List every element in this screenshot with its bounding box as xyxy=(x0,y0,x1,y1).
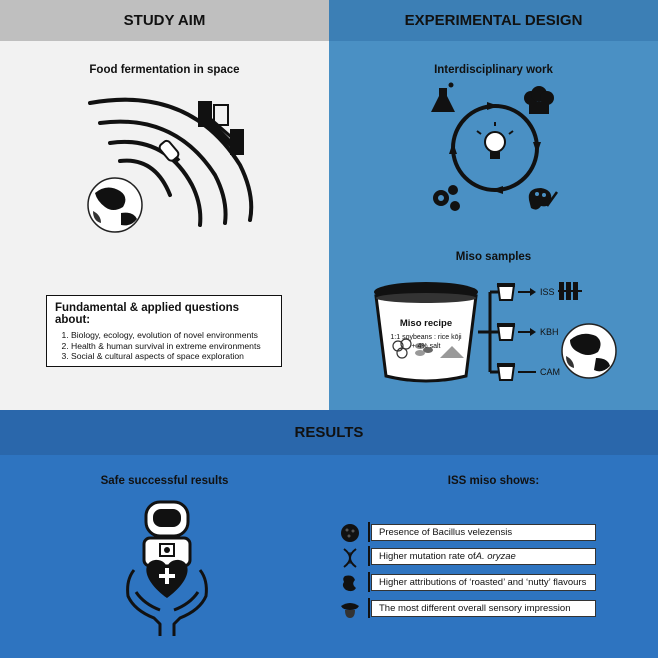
finding-text-italic: A. oryzae xyxy=(475,551,516,562)
finding-text: Higher mutation rate of xyxy=(379,551,476,562)
experimental-design-header: EXPERIMENTAL DESIGN xyxy=(329,0,658,41)
finding-bar xyxy=(368,546,370,566)
palette-icon xyxy=(528,188,559,210)
sample-label-iss: ISS xyxy=(540,287,555,297)
interdisciplinary-cycle xyxy=(431,82,559,211)
iss-small-icon xyxy=(558,282,582,300)
arrow-icon xyxy=(487,102,499,110)
dna-icon xyxy=(343,548,357,568)
finding-item: Higher mutation rate of A. oryzae xyxy=(371,548,596,565)
orbit-arcs xyxy=(88,97,254,227)
tongue-icon xyxy=(341,603,359,618)
astronaut-icon xyxy=(142,500,192,568)
flask-icon xyxy=(431,82,455,112)
nut-icon xyxy=(342,575,356,592)
arrow-icon xyxy=(533,142,541,154)
results-header: RESULTS xyxy=(0,410,658,455)
earth-globe-icon xyxy=(87,177,143,233)
questions-list: Biology, ecology, evolution of novel env… xyxy=(55,330,273,362)
sample-label-kbh: KBH xyxy=(540,327,559,337)
lightbulb-icon xyxy=(476,122,514,159)
gears-icon xyxy=(433,185,460,211)
question-item: Biology, ecology, evolution of novel env… xyxy=(71,330,273,341)
finding-bar xyxy=(368,522,370,542)
finding-item: Higher attributions of ‘roasted’ and ‘nu… xyxy=(371,574,596,591)
finding-bar xyxy=(368,572,370,592)
cup-icon xyxy=(496,363,516,381)
sample-label-cam: CAM xyxy=(540,367,560,377)
arrow-icon xyxy=(449,142,457,154)
questions-title: Fundamental & applied questions about: xyxy=(55,302,240,326)
salt-icon xyxy=(440,346,464,358)
astronaut-heart-illustration xyxy=(126,500,208,636)
sample-branches xyxy=(478,283,536,381)
question-item: Social & cultural aspects of space explo… xyxy=(71,351,273,362)
iss-miso-subtitle: ISS miso shows: xyxy=(447,475,540,487)
recipe-line2: + 4% salt xyxy=(411,343,441,350)
study-aim-subtitle: Food fermentation in space xyxy=(89,64,240,76)
finding-item: Presence of Bacillus velezensis xyxy=(371,524,596,541)
bacteria-icon xyxy=(341,524,359,542)
miso-container-icon xyxy=(374,282,478,383)
questions-box: Fundamental & applied questions about: B… xyxy=(46,295,282,367)
rice-koji-icon xyxy=(415,343,433,356)
chef-hat-icon xyxy=(524,86,554,114)
hands-icon xyxy=(126,569,208,636)
rocket-icon xyxy=(158,139,181,164)
space-illustration xyxy=(87,97,254,233)
recipe-line1: 1:1 soybeans : rice kōji xyxy=(390,334,462,341)
interdisciplinary-subtitle: Interdisciplinary work xyxy=(434,64,553,76)
question-item: Health & human survival in extreme envir… xyxy=(71,341,273,352)
miso-samples-subtitle: Miso samples xyxy=(455,251,532,263)
earth-globe-small-icon xyxy=(561,323,617,379)
arrow-icon xyxy=(491,186,503,194)
study-aim-header: STUDY AIM xyxy=(0,0,329,41)
iss-icon xyxy=(198,101,244,155)
soybeans-icon xyxy=(392,338,412,359)
finding-bar xyxy=(368,598,370,618)
cup-icon xyxy=(496,283,516,301)
recipe-title: Miso recipe xyxy=(399,318,453,329)
cup-icon xyxy=(496,323,516,341)
finding-item: The most different overall sensory impre… xyxy=(371,600,596,617)
safe-results-subtitle: Safe successful results xyxy=(100,475,229,487)
